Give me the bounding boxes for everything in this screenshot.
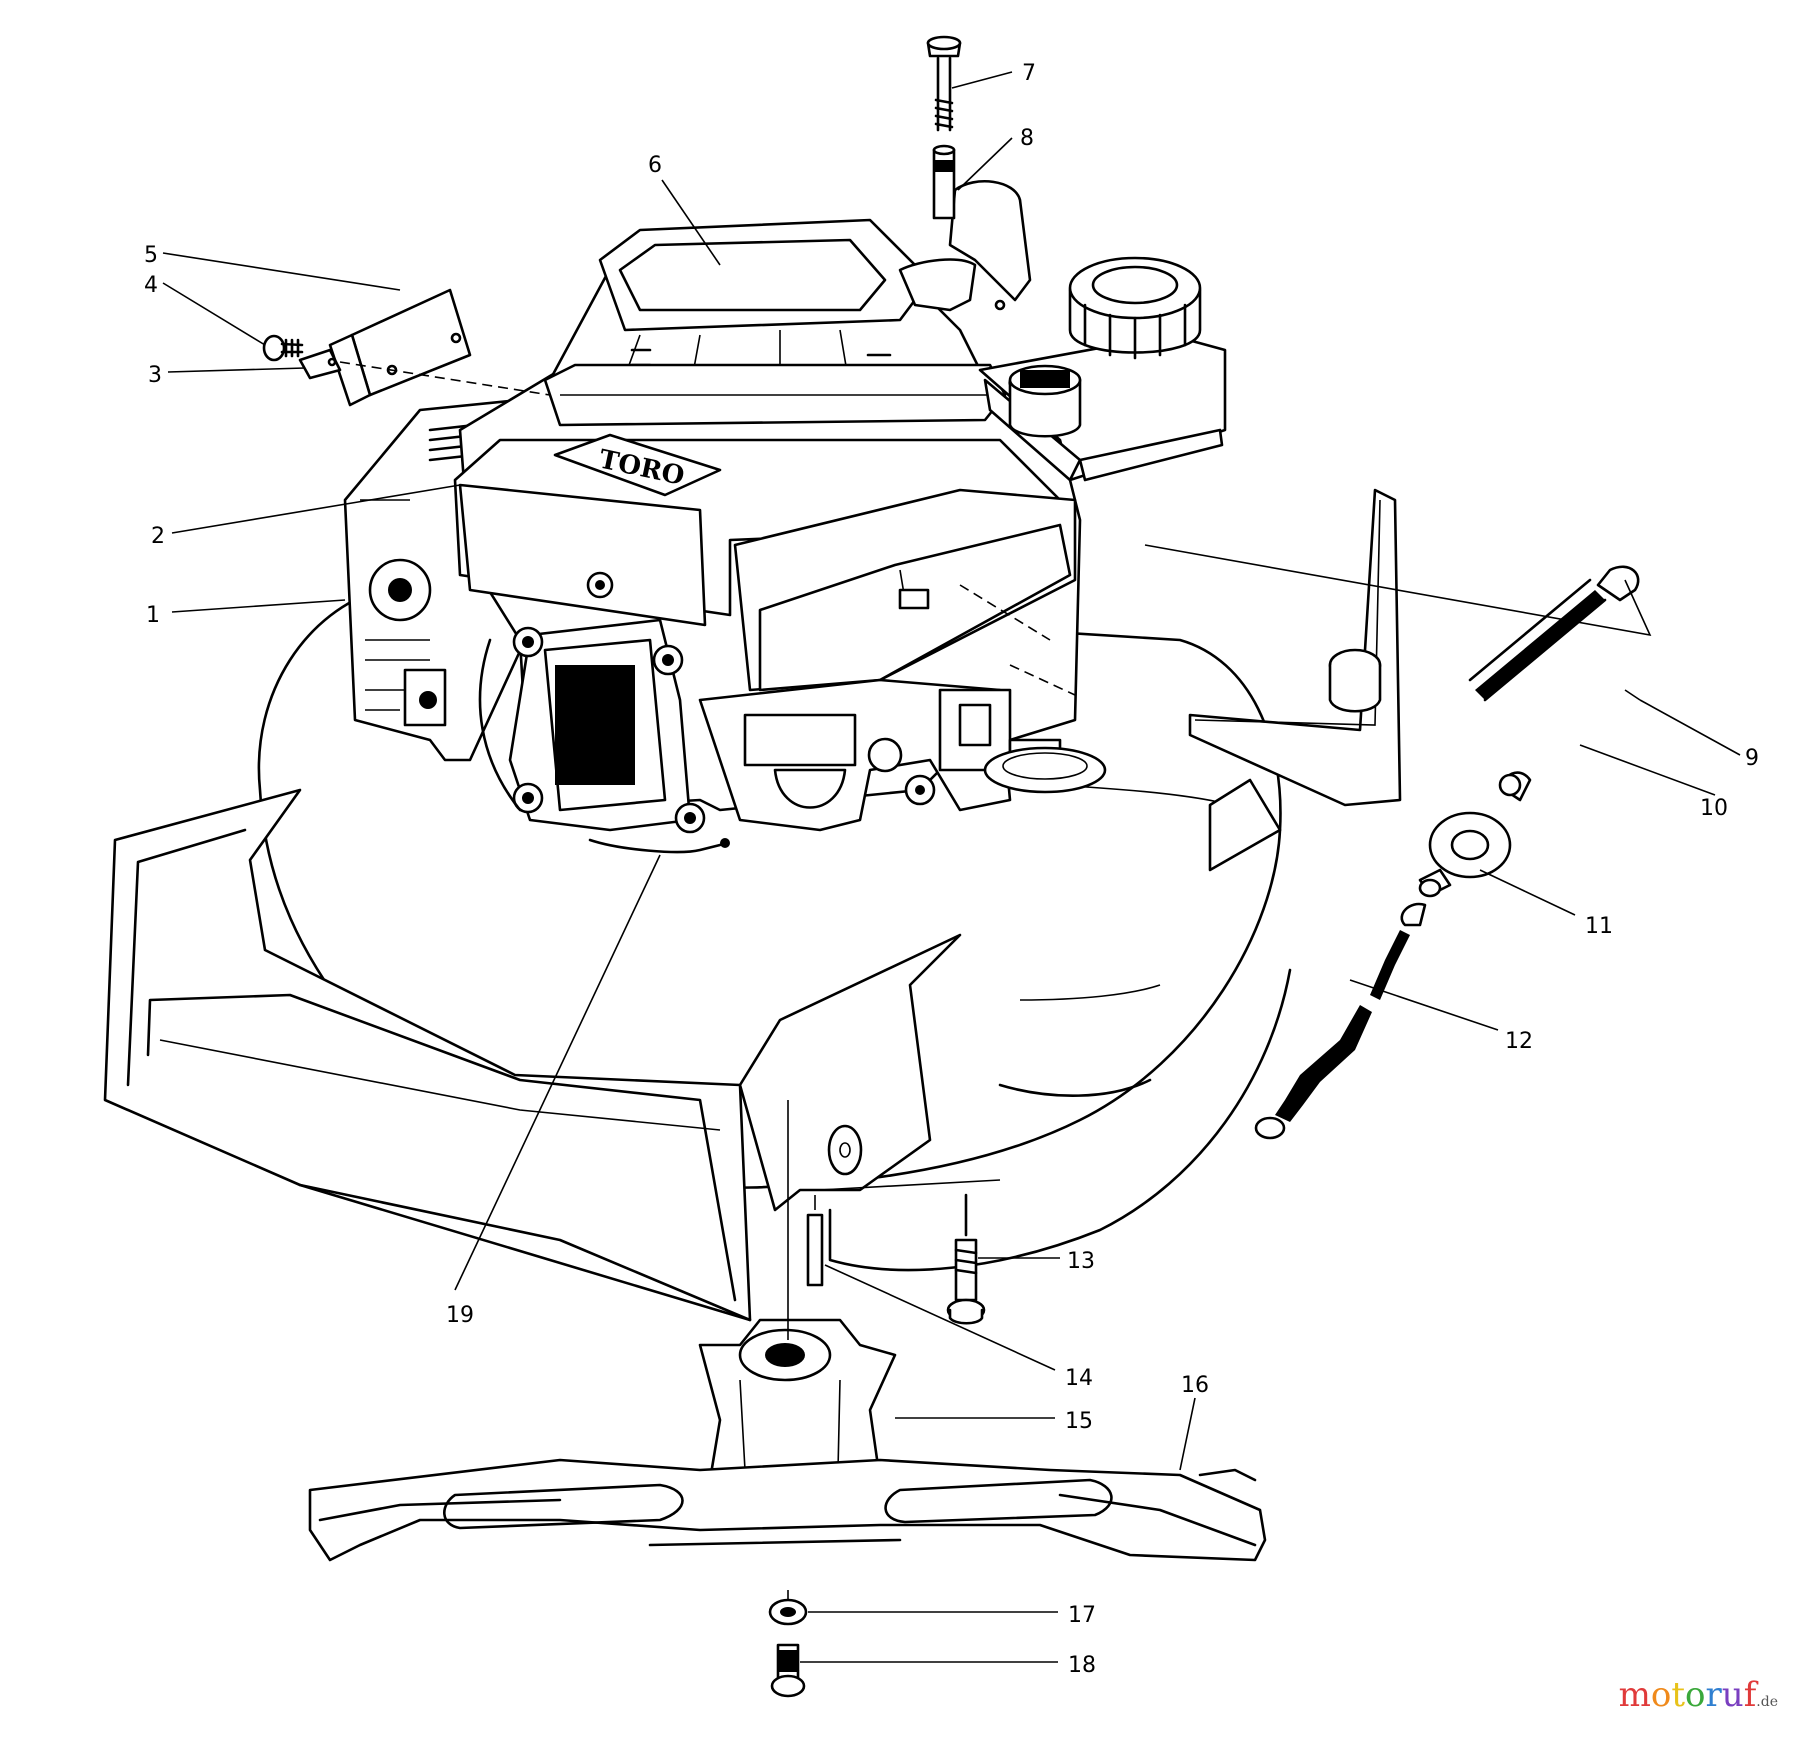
- part-15-adapter: [698, 1318, 897, 1492]
- part-11-filter: [1418, 811, 1512, 898]
- callout-16: 16: [1181, 1373, 1209, 1398]
- rear-bracket: [1188, 488, 1402, 807]
- part-7-bolt: [926, 35, 962, 132]
- part-16-blade: [308, 1458, 1267, 1620]
- callout-14: 14: [1065, 1366, 1093, 1391]
- watermark-suffix: .de: [1756, 1694, 1778, 1710]
- part-3-clip: [298, 348, 342, 380]
- callout-8: 8: [1020, 126, 1034, 151]
- callout-11: 11: [1585, 914, 1613, 939]
- callout-5: 5: [144, 243, 158, 268]
- callout-9: 9: [1745, 746, 1759, 771]
- muffler-grille: [555, 665, 635, 785]
- callout-1: 1: [146, 603, 160, 628]
- callout-2: 2: [151, 524, 165, 549]
- callout-numbers: 1 2 3 4 5 6 7 8 9 10 11 12 13 14 15 16 1…: [144, 61, 1759, 1678]
- engine: TORO: [343, 179, 1227, 834]
- part-14-key: [806, 1195, 824, 1287]
- part-13-bolt: [946, 1193, 986, 1325]
- callout-18: 18: [1068, 1653, 1096, 1678]
- callout-7: 7: [1022, 61, 1036, 86]
- callout-6: 6: [648, 153, 662, 178]
- callout-3: 3: [148, 363, 162, 388]
- part-10-hose: [1468, 565, 1640, 802]
- part-18-bolt: [770, 1643, 806, 1698]
- callout-4: 4: [144, 273, 158, 298]
- part-19-wire: [588, 838, 730, 854]
- callout-13: 13: [1067, 1249, 1095, 1274]
- callout-19: 19: [446, 1303, 474, 1328]
- part-5-bracket: [328, 288, 472, 407]
- part-8-spacer: [932, 144, 956, 220]
- leader-lines: [162, 71, 1741, 1663]
- callout-17: 17: [1068, 1603, 1096, 1628]
- watermark-logo: motoruf.de: [1619, 1675, 1778, 1715]
- callout-10: 10: [1700, 796, 1728, 821]
- part-17-washer: [768, 1598, 808, 1626]
- watermark-name: motoruf: [1618, 1675, 1757, 1715]
- part-12-hose: [1254, 902, 1427, 1140]
- callout-12: 12: [1505, 1029, 1533, 1054]
- callout-15: 15: [1065, 1409, 1093, 1434]
- part-4-screw: [262, 334, 304, 362]
